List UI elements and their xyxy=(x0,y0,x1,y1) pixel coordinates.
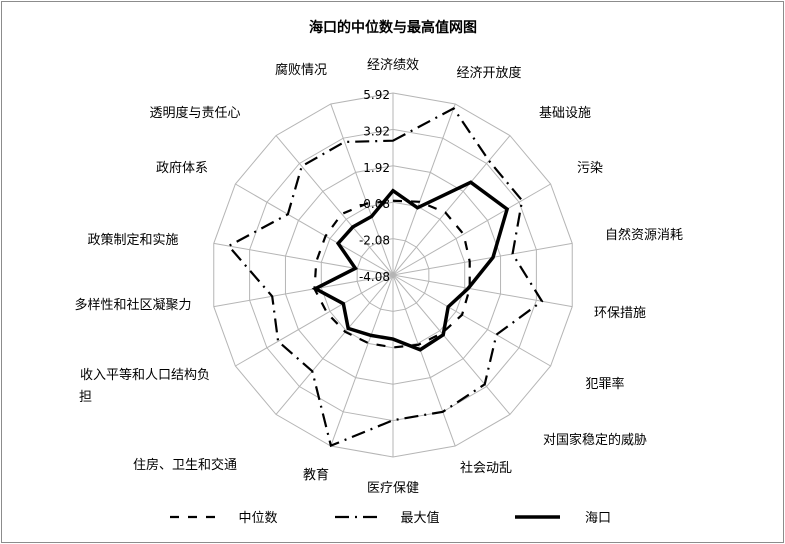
grid-spoke xyxy=(213,274,394,308)
series-lines xyxy=(226,106,544,448)
category-label: 担 xyxy=(79,390,92,405)
category-label: 政府体系 xyxy=(156,161,208,176)
series-line-solid xyxy=(311,180,510,352)
category-label: 医疗保健 xyxy=(367,481,419,496)
grid-spoke xyxy=(392,274,456,447)
category-label: 经济绩效 xyxy=(367,58,419,73)
grid-spoke xyxy=(392,242,573,276)
radar-grid xyxy=(213,92,573,458)
legend-label: 海口 xyxy=(585,511,611,526)
category-label: 收入平等和人口结构负 xyxy=(80,367,210,383)
grid-spoke xyxy=(392,183,551,276)
category-label: 污染 xyxy=(577,161,603,176)
tick-label: -0.08 xyxy=(359,197,390,211)
category-label: 腐败情况 xyxy=(275,63,327,78)
category-label: 对国家稳定的威胁 xyxy=(543,432,647,448)
tick-label: 5.92 xyxy=(363,88,390,102)
series-line-dashdot xyxy=(226,106,544,448)
legend-label: 最大值 xyxy=(400,510,439,526)
grid-spoke xyxy=(392,274,511,415)
category-label: 教育 xyxy=(303,467,329,483)
grid-spoke xyxy=(330,274,394,447)
tick-label: 1.92 xyxy=(363,161,390,175)
series-line-dash xyxy=(313,199,471,349)
category-labels: 经济绩效 经济开放度基础设施污染自然资源消耗环保措施犯罪率对国家稳定的威胁社会动乱… xyxy=(74,58,683,496)
grid-spoke xyxy=(235,183,394,276)
category-label: 基础设施 xyxy=(539,106,591,121)
grid-spoke xyxy=(275,274,394,415)
grid-spoke xyxy=(392,103,456,276)
category-label: 政策制定和实施 xyxy=(87,232,178,248)
grid-spoke xyxy=(330,103,394,276)
category-label: 社会动乱 xyxy=(460,460,512,476)
tick-label: -4.08 xyxy=(359,270,390,284)
chart-title: 海口的中位数与最高值网图 xyxy=(309,19,477,36)
category-label: 犯罪率 xyxy=(585,376,624,392)
legend: 中位数 最大值 海口 xyxy=(170,510,611,526)
category-label: 透明度与责任心 xyxy=(149,105,240,121)
legend-label: 中位数 xyxy=(238,511,277,526)
category-label: 住房、卫生和交通 xyxy=(133,457,237,473)
grid-spoke xyxy=(275,135,394,276)
category-label: 自然资源消耗 xyxy=(605,227,683,243)
category-label: 环保措施 xyxy=(594,306,646,321)
tick-labels: 5.92 3.92 1.92 -0.08 -2.08 -4.08 xyxy=(359,88,390,284)
grid-spoke xyxy=(213,242,394,276)
grid-spoke xyxy=(392,135,511,276)
grid-spoke xyxy=(392,274,551,367)
category-label: 经济开放度 xyxy=(456,65,521,81)
grid-spoke xyxy=(235,274,394,367)
category-label: 多样性和社区凝聚力 xyxy=(74,297,191,313)
tick-label: -2.08 xyxy=(359,234,390,248)
tick-label: 3.92 xyxy=(363,124,390,138)
